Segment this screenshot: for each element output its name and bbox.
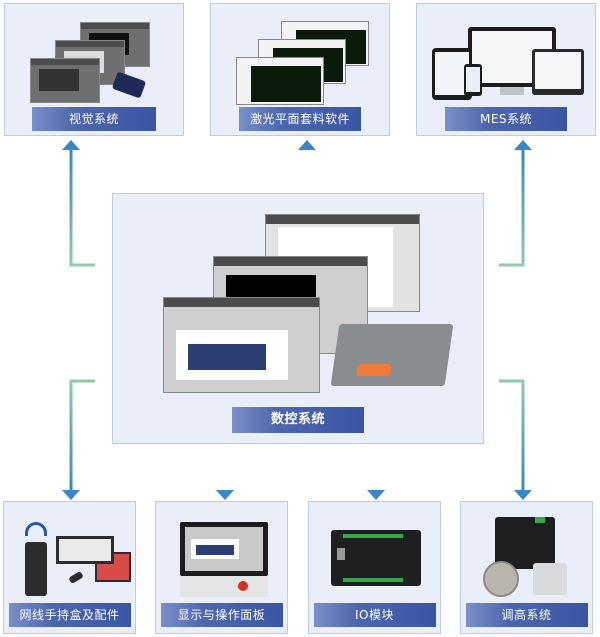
module-mes[interactable]: MES系统: [416, 3, 596, 136]
module-vision-label: 视觉系统: [32, 107, 156, 131]
arrow-cnc-to-mes: [499, 140, 532, 267]
arrow-cnc-to-vision: [62, 140, 95, 267]
module-handheld[interactable]: 网线手持盒及配件: [3, 501, 136, 634]
module-io[interactable]: IO模块: [308, 501, 441, 634]
cnc-software-and-controller-icon: [163, 204, 463, 394]
module-cnc-label: 数控系统: [232, 407, 364, 433]
mes-devices-icon: [432, 24, 584, 104]
module-height-label: 调高系统: [465, 603, 588, 627]
nesting-software-icon: [236, 19, 371, 105]
module-panel-label: 显示与操作面板: [160, 603, 283, 627]
module-handheld-label: 网线手持盒及配件: [8, 603, 131, 627]
height-control-icon: [483, 517, 578, 605]
io-module-icon: [331, 530, 421, 586]
arrow-cnc-to-panel: [216, 450, 234, 500]
handheld-accessories-icon: [19, 522, 131, 602]
display-operation-panel-icon: [180, 522, 268, 602]
module-nesting-label: 激光平面套料软件: [239, 107, 361, 131]
arrow-cnc-to-nesting: [298, 140, 316, 188]
module-io-label: IO模块: [313, 603, 436, 627]
module-vision[interactable]: 视觉系统: [4, 3, 184, 136]
arrow-cnc-to-io: [367, 450, 385, 500]
vision-software-camera-icon: [30, 22, 160, 103]
module-height[interactable]: 调高系统: [460, 501, 593, 634]
module-mes-label: MES系统: [445, 107, 567, 131]
arrow-cnc-to-height: [499, 379, 532, 500]
module-cnc[interactable]: 数控系统: [112, 193, 484, 444]
module-panel[interactable]: 显示与操作面板: [155, 501, 288, 634]
module-nesting[interactable]: 激光平面套料软件: [210, 3, 390, 136]
arrow-cnc-to-handheld: [62, 379, 95, 500]
